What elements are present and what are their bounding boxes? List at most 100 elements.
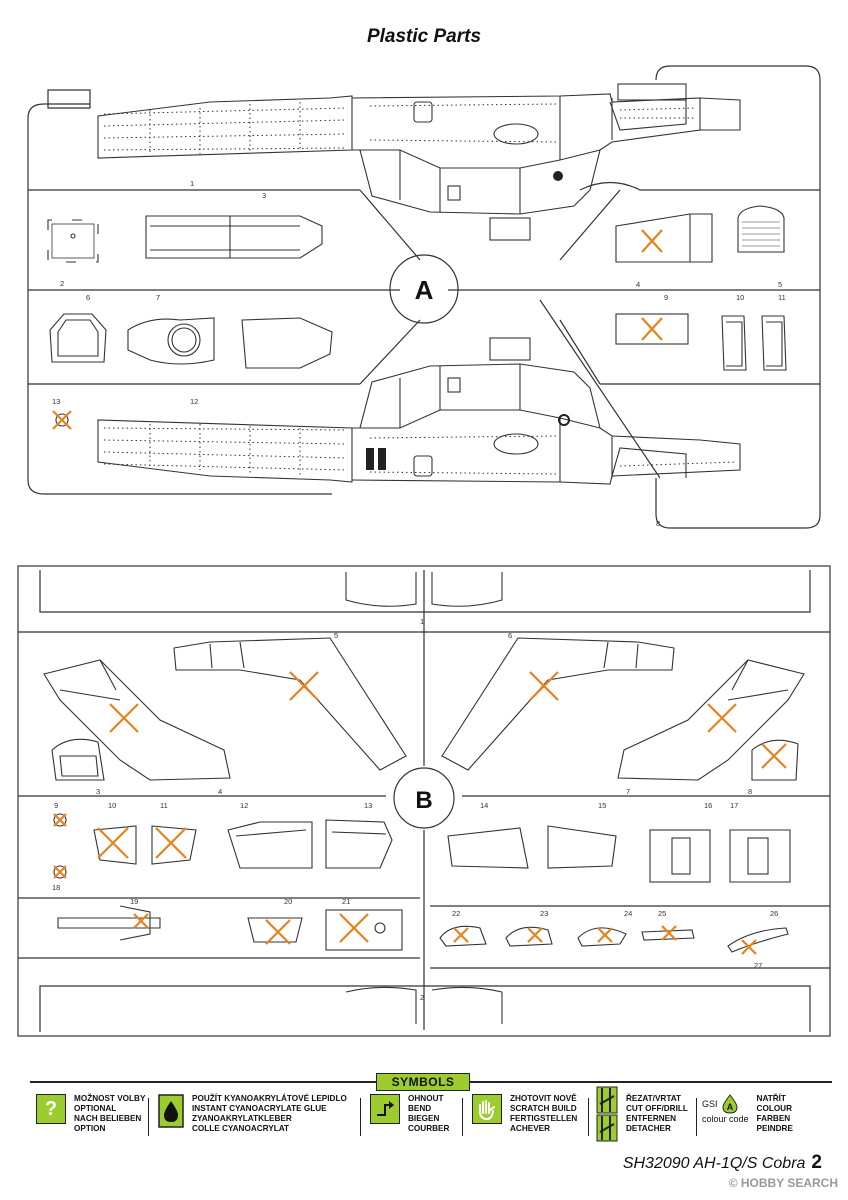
svg-text:22: 22 xyxy=(452,909,460,918)
legend-separator xyxy=(462,1098,463,1136)
svg-text:12: 12 xyxy=(240,801,248,810)
svg-text:17: 17 xyxy=(730,801,738,810)
part-b26 xyxy=(727,927,789,953)
svg-text:2: 2 xyxy=(60,279,64,288)
svg-text:21: 21 xyxy=(342,897,350,906)
symbol-text: SCRATCH BUILD xyxy=(510,1104,577,1113)
svg-text:13: 13 xyxy=(364,801,372,810)
part-b7 xyxy=(617,659,805,781)
symbol-text: ACHEVER xyxy=(510,1124,551,1133)
symbol-text: MOŽNOST VOLBY xyxy=(74,1094,146,1103)
legend-separator xyxy=(696,1098,697,1136)
symbol-text: CUT OFF/DRILL xyxy=(626,1104,688,1113)
part-a13 xyxy=(55,413,69,427)
svg-text:20: 20 xyxy=(284,897,292,906)
symbol-text: FARBEN xyxy=(756,1114,791,1123)
part-b20 xyxy=(247,917,303,943)
gsi-letter: A xyxy=(726,1102,733,1112)
symbol-text: DETACHER xyxy=(626,1124,671,1133)
remove-marks-a xyxy=(52,229,663,430)
part-b17 xyxy=(729,829,791,883)
part-a8 xyxy=(241,317,333,369)
part-a9 xyxy=(615,313,689,345)
part-b8 xyxy=(751,739,799,781)
symbol-text: COURBER xyxy=(408,1124,450,1133)
question-icon: ? xyxy=(36,1094,66,1124)
svg-text:6: 6 xyxy=(86,293,90,302)
fuselage-upper-half xyxy=(97,83,741,241)
svg-text:23: 23 xyxy=(540,909,548,918)
svg-text:4: 4 xyxy=(636,280,640,289)
symbol-text: COLLE CYANOACRYLAT xyxy=(192,1124,290,1133)
symbol-scratch-build: ZHOTOVIT NOVĚ SCRATCH BUILD FERTIGSTELLE… xyxy=(472,1094,577,1138)
svg-text:12: 12 xyxy=(190,397,198,406)
svg-text:14: 14 xyxy=(480,801,488,810)
symbol-text: ŘEZAT/VRTAT xyxy=(626,1094,682,1103)
symbol-text: COLOUR xyxy=(756,1104,793,1113)
symbol-text: OPTION xyxy=(74,1124,106,1133)
part-a5 xyxy=(737,205,785,253)
svg-text:3: 3 xyxy=(262,191,266,200)
part-b9 xyxy=(53,813,67,827)
legend-separator xyxy=(588,1098,589,1136)
symbol-text: ENTFERNEN xyxy=(626,1114,677,1123)
svg-text:15: 15 xyxy=(598,801,606,810)
symbol-text: NACH BELIEBEN xyxy=(74,1114,142,1123)
svg-text:26: 26 xyxy=(770,909,778,918)
part-b10 xyxy=(93,825,137,865)
symbol-text: FERTIGSTELLEN xyxy=(510,1114,578,1123)
part-a3 xyxy=(145,215,323,259)
part-b6 xyxy=(441,637,675,771)
svg-text:5: 5 xyxy=(334,631,338,640)
symbol-colour: GSI A colour code NATŘÍT COLOUR FARBEN P… xyxy=(702,1094,793,1138)
gsi-caption: colour code xyxy=(702,1114,749,1124)
symbols-header: SYMBOLS xyxy=(376,1073,470,1091)
part-b25 xyxy=(641,929,695,941)
part-a7 xyxy=(127,317,215,365)
gsi-colour-code: GSI A colour code xyxy=(702,1094,749,1125)
symbols-legend: SYMBOLS ? MOŽNOST VOLBY OPTIONAL NACH BE… xyxy=(30,1073,832,1142)
svg-text:8: 8 xyxy=(656,519,660,528)
sprue-a-label: A xyxy=(415,275,434,305)
part-b4 xyxy=(43,659,231,781)
symbol-text: OPTIONAL xyxy=(74,1104,117,1113)
fuselage-lower-half xyxy=(97,337,741,485)
symbol-cut: ŘEZAT/VRTAT CUT OFF/DRILL ENTFERNEN DETA… xyxy=(596,1086,688,1142)
svg-text:8: 8 xyxy=(748,787,752,796)
part-b11 xyxy=(151,825,197,865)
symbol-text: BEND xyxy=(408,1104,432,1113)
symbol-text: NATŘÍT xyxy=(756,1094,786,1103)
part-b18 xyxy=(53,865,67,879)
part-b14 xyxy=(447,827,529,869)
svg-text:2: 2 xyxy=(420,993,424,1002)
svg-text:9: 9 xyxy=(664,293,668,302)
svg-text:1: 1 xyxy=(420,617,424,626)
part-b21 xyxy=(325,909,403,951)
sprue-b-label: B xyxy=(415,787,432,814)
part-a10 xyxy=(721,315,747,371)
symbol-text: POUŽÍT KYANOAKRYLÁTOVÉ LEPIDLO xyxy=(192,1094,347,1103)
legend-separator xyxy=(360,1098,361,1136)
symbol-optional: ? MOŽNOST VOLBY OPTIONAL NACH BELIEBEN O… xyxy=(36,1094,145,1138)
symbol-text: ZYANOAKRYLATKLEBER xyxy=(192,1114,292,1123)
svg-text:5: 5 xyxy=(778,280,782,289)
svg-text:24: 24 xyxy=(624,909,632,918)
part-b12 xyxy=(227,821,313,869)
svg-text:13: 13 xyxy=(52,397,60,406)
symbol-text: PEINDRE xyxy=(756,1124,793,1133)
remove-marks-b xyxy=(53,671,787,955)
svg-text:11: 11 xyxy=(160,801,168,810)
part-b24 xyxy=(577,927,627,947)
sprue-a-diagram: A xyxy=(27,65,821,529)
hand-icon xyxy=(472,1094,502,1124)
part-a11 xyxy=(761,315,787,371)
part-b15 xyxy=(547,825,617,869)
part-b13 xyxy=(325,819,393,869)
symbol-text: BIEGEN xyxy=(408,1114,440,1123)
symbol-bend: OHNOUT BEND BIEGEN COURBER xyxy=(370,1094,449,1138)
legend-separator xyxy=(148,1098,149,1136)
